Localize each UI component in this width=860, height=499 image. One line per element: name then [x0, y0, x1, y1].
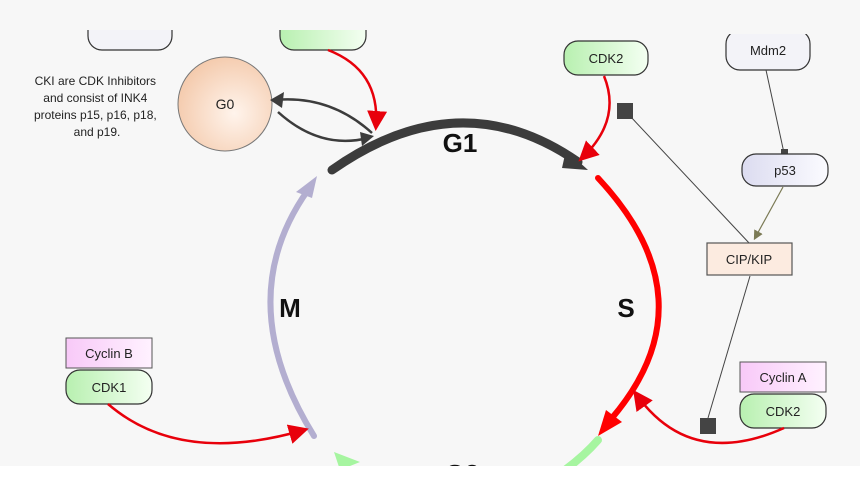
- inhibition-square-top: [617, 103, 633, 119]
- cki-note-line-4: and p19.: [74, 125, 121, 139]
- p53-node: [741, 153, 829, 187]
- cdk1-label: CDK1: [92, 380, 127, 395]
- cdk2-top-label: CDK2: [589, 51, 624, 66]
- cki-note-line-1: CKI are CDK Inhibitors: [35, 74, 156, 88]
- cdk2-to-g1s-arrow: [578, 75, 611, 162]
- g1-arc: [327, 118, 583, 175]
- cyclin-a-label: Cyclin A: [760, 370, 807, 385]
- cipkip-label: CIP/KIP: [726, 252, 772, 267]
- g0-node: [177, 56, 273, 152]
- cdk2-top-node: [563, 40, 649, 76]
- cki-note-line-2: and consist of INK4: [43, 91, 147, 105]
- mdm2-label: Mdm2: [750, 43, 786, 58]
- p53-label: p53: [774, 163, 796, 178]
- cdk2-to-s-arrow: [633, 389, 785, 445]
- phase-label-s: S: [617, 293, 634, 323]
- m-arrowhead: [296, 176, 317, 198]
- cipkip-to-bottom-inhibition: [707, 275, 751, 419]
- mdm2-to-p53-line: [765, 69, 785, 154]
- m-arc: [267, 187, 317, 439]
- g1-to-g0-arrow: [274, 98, 373, 134]
- g1-arrowhead: [562, 150, 588, 170]
- phase-label-g1: G1: [443, 128, 478, 158]
- g1-to-g0-arrowhead: [270, 92, 284, 108]
- cyclin-b-node: [65, 337, 153, 369]
- p53-to-cipkip-arrow: [753, 186, 784, 241]
- phase-label-m: M: [279, 293, 301, 323]
- top-clip-mask: [0, 0, 860, 30]
- g0-label: G0: [216, 96, 235, 112]
- bottom-clip-mask: [0, 466, 860, 499]
- cdk1-to-m-arrow: [107, 403, 309, 445]
- cki-note-line-3: proteins p15, p16, p18,: [34, 108, 157, 122]
- g2-arrowhead: [334, 452, 360, 470]
- top-activator-arrow: [327, 48, 388, 131]
- s-arrowhead: [598, 410, 622, 436]
- g0-to-g1-arrowhead: [360, 132, 374, 146]
- cipkip-node: [706, 242, 793, 276]
- inhibition-square-bottom: [700, 418, 716, 434]
- g2-arc: [561, 436, 602, 474]
- cipkip-to-top-inhibition: [629, 115, 751, 245]
- mdm2-clip-mask: [720, 0, 820, 34]
- cdk2-bottom-label: CDK2: [766, 404, 801, 419]
- mdm2-inhibition-mark: [781, 149, 788, 156]
- cyclin-a-node: [739, 361, 827, 393]
- cki-note: CKI are CDK Inhibitors and consist of IN…: [34, 74, 160, 139]
- s-arc: [595, 175, 662, 421]
- g0-to-g1-arrow: [277, 111, 369, 143]
- cyclin-b-label: Cyclin B: [85, 346, 133, 361]
